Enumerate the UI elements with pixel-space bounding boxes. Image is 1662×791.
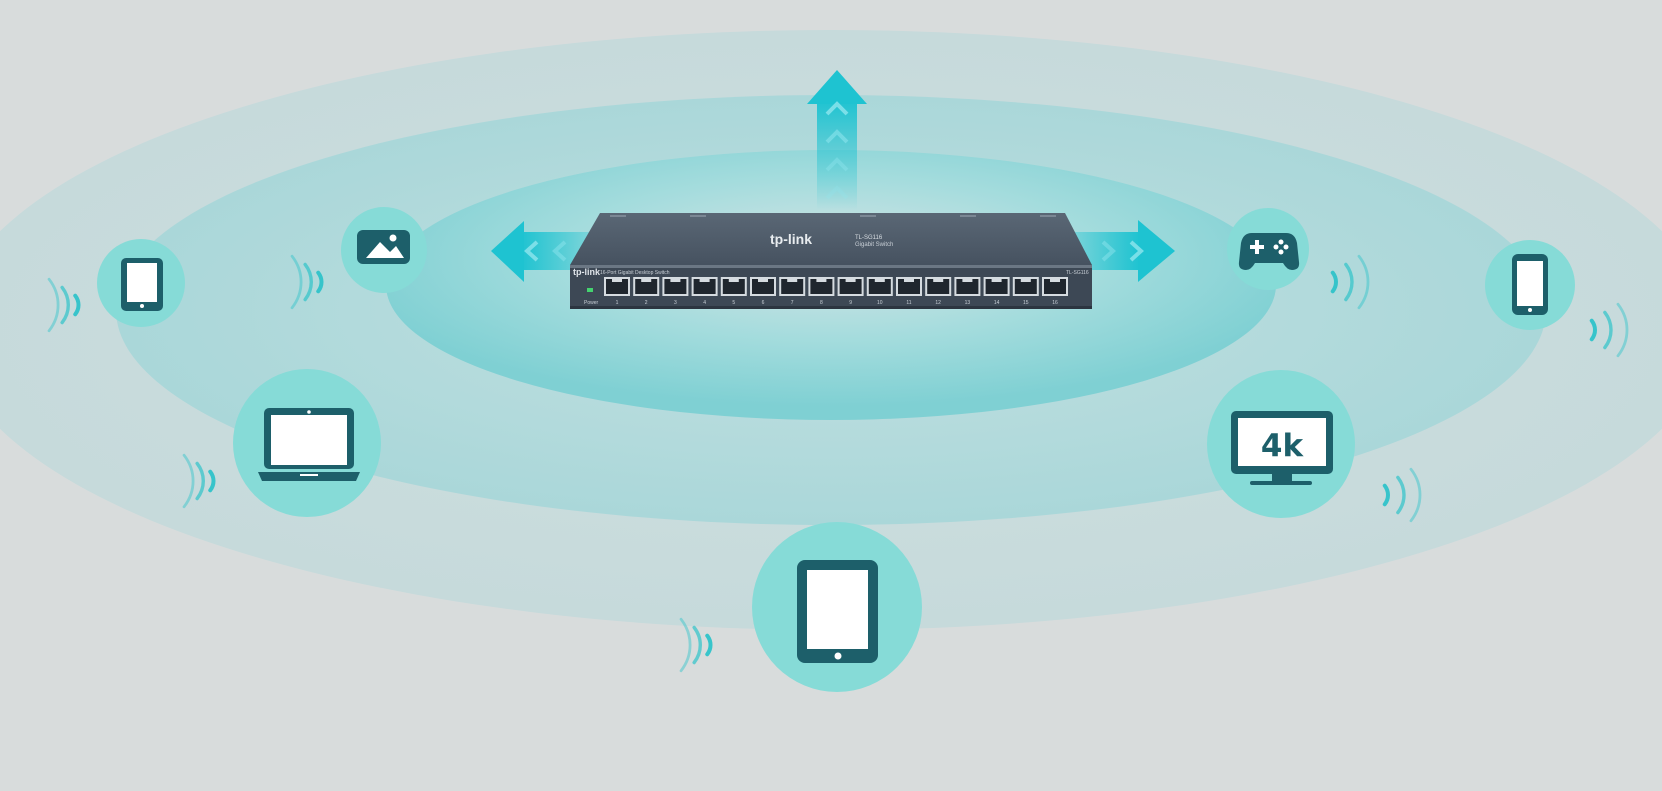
tv-icon: 4k bbox=[1231, 411, 1333, 485]
port-number: 3 bbox=[674, 300, 677, 306]
tv-4k-label: 4k bbox=[1261, 428, 1305, 464]
switch-top-model: TL-SG116 bbox=[855, 235, 883, 241]
power-led bbox=[587, 288, 593, 292]
wifi-signal-icon bbox=[290, 254, 324, 310]
switch-top-subtitle: Gigabit Switch bbox=[855, 242, 893, 248]
port-number: 9 bbox=[849, 300, 852, 306]
port-number: 12 bbox=[935, 300, 941, 306]
switch-port: 16 bbox=[1042, 277, 1068, 306]
switch-top-brand: tp-link bbox=[770, 231, 812, 247]
port-number: 1 bbox=[616, 300, 619, 306]
port-number: 13 bbox=[965, 300, 971, 306]
port-number: 2 bbox=[645, 300, 648, 306]
switch-port: 3 bbox=[662, 277, 689, 306]
switch-port: 6 bbox=[750, 277, 776, 306]
image-icon bbox=[357, 230, 410, 264]
network-switch: tp-link TL-SG116 Gigabit Switch tp-link … bbox=[570, 213, 1092, 309]
port-number: 11 bbox=[906, 300, 911, 306]
switch-port: 10 bbox=[866, 277, 893, 306]
wifi-signal-icon bbox=[182, 453, 216, 509]
switch-front-brand: tp-link bbox=[573, 267, 601, 277]
tablet-icon bbox=[797, 560, 878, 663]
switch-port: 7 bbox=[779, 277, 806, 306]
wifi-signal-icon bbox=[1382, 467, 1422, 523]
switch-port: 4 bbox=[691, 277, 718, 306]
port-number: 8 bbox=[820, 300, 823, 306]
wifi-signal-icon bbox=[47, 277, 81, 333]
port-number: 10 bbox=[877, 300, 883, 306]
phone-icon bbox=[1512, 254, 1548, 315]
wifi-signal-icon bbox=[679, 617, 713, 673]
switch-port: 14 bbox=[983, 277, 1010, 306]
device-photo bbox=[341, 207, 427, 293]
tablet-icon bbox=[121, 258, 163, 311]
switch-front-desc: 16-Port Gigabit Desktop Switch bbox=[600, 270, 670, 276]
switch-port: 2 bbox=[633, 277, 660, 306]
power-label: Power bbox=[584, 300, 599, 306]
device-laptop bbox=[233, 369, 381, 517]
switch-port: 15 bbox=[1012, 277, 1039, 306]
port-number: 15 bbox=[1023, 300, 1029, 306]
port-number: 4 bbox=[703, 300, 706, 306]
wifi-signal-icon bbox=[1589, 302, 1629, 358]
port-number: 5 bbox=[732, 300, 735, 306]
port-number: 6 bbox=[762, 300, 765, 306]
switch-port: 13 bbox=[954, 277, 981, 306]
switch-port: 11 bbox=[896, 277, 922, 306]
gamepad-icon bbox=[1238, 233, 1300, 270]
signal-waves bbox=[47, 254, 1629, 673]
device-phone bbox=[1485, 240, 1575, 330]
port-number: 14 bbox=[994, 300, 1000, 306]
device-tablet-large bbox=[752, 522, 922, 692]
arrow-up-icon bbox=[807, 70, 867, 210]
device-tv-4k: 4k bbox=[1207, 370, 1355, 518]
switch-front-model: TL-SG116 bbox=[1066, 270, 1089, 276]
wifi-signal-icon bbox=[1330, 254, 1370, 310]
device-gamepad bbox=[1227, 208, 1309, 290]
switch-port: 1 bbox=[604, 277, 630, 306]
switch-port: 12 bbox=[925, 277, 952, 306]
switch-port: 5 bbox=[720, 277, 747, 306]
switch-port: 8 bbox=[808, 277, 835, 306]
laptop-icon bbox=[258, 408, 360, 481]
device-tablet-small bbox=[97, 239, 185, 327]
port-number: 7 bbox=[791, 300, 794, 306]
switch-port: 9 bbox=[837, 277, 864, 306]
port-number: 16 bbox=[1052, 300, 1058, 306]
